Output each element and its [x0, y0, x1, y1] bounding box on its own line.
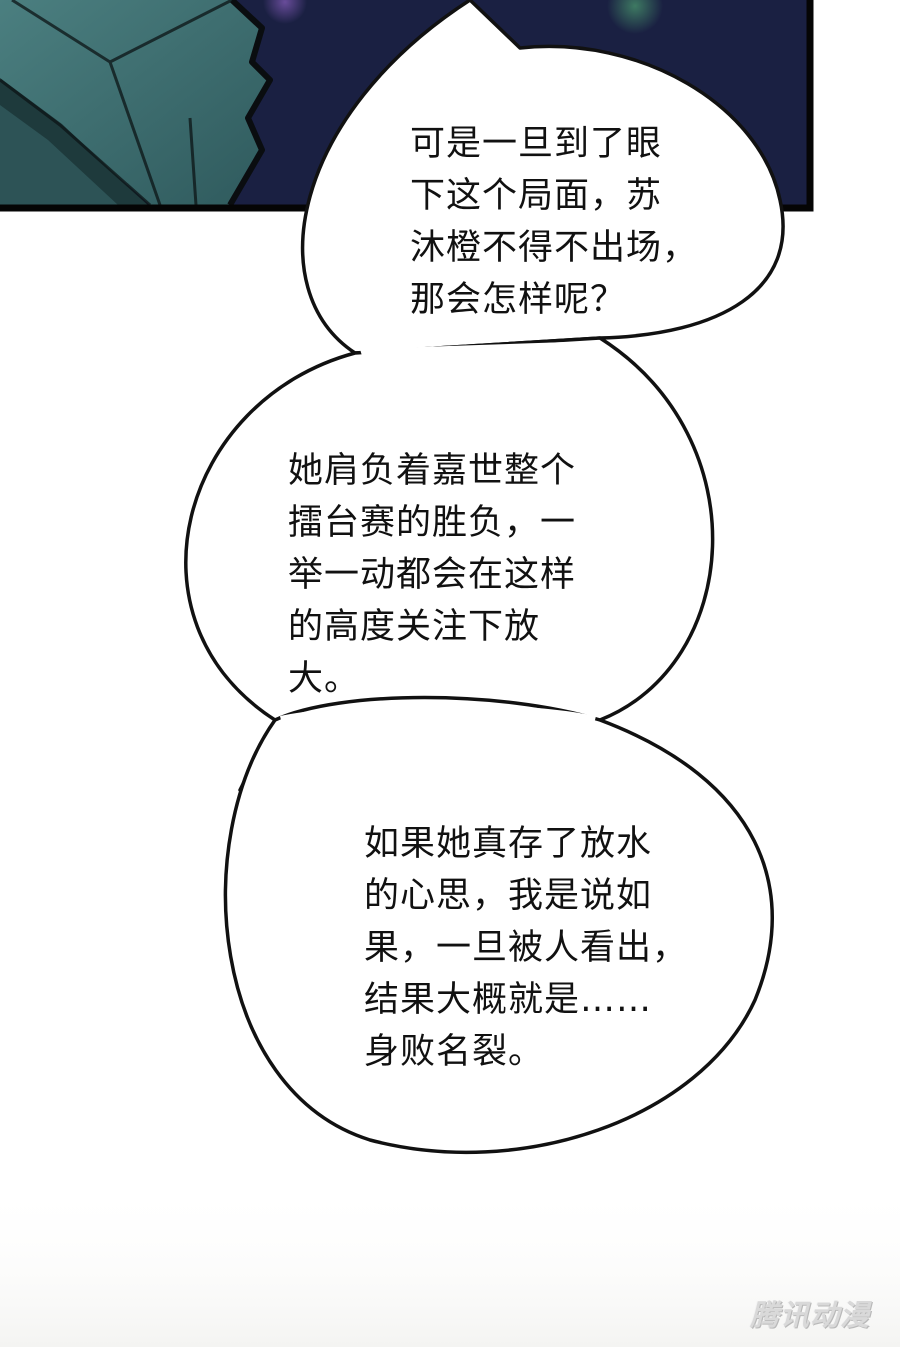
bottom-fade — [0, 1180, 900, 1347]
background-light-green — [607, 0, 663, 34]
character-figure-main — [0, 0, 270, 205]
speech-bubble-text-1: 可是一旦到了眼 下这个局面，苏 沐橙不得不出场， 那会怎样呢？ — [410, 124, 699, 320]
bubble-seam-cover — [360, 341, 598, 356]
speech-bubble — [301, 0, 785, 355]
speech-bubble-bottom-lobe — [223, 695, 774, 1154]
speech-bubble-text-3: 如果她真存了放水 的心思，我是说如 果，一旦被人看出， 结果大概就是…… 身败名… — [364, 824, 689, 1072]
panel-border — [0, 0, 814, 212]
background-light-purple — [263, 0, 307, 24]
publisher-watermark: 腾讯动漫 — [749, 1298, 870, 1332]
bubble-seam-cover-2 — [280, 704, 596, 724]
character-figure-shadow — [0, 78, 148, 205]
speech-bubble-text-2: 她肩负着嘉世整个 擂台赛的胜负，一 举一动都会在这样 的高度关注下放大。 — [288, 451, 577, 699]
character-fold-lines — [0, 0, 233, 207]
character-collar-lines — [227, 0, 273, 207]
